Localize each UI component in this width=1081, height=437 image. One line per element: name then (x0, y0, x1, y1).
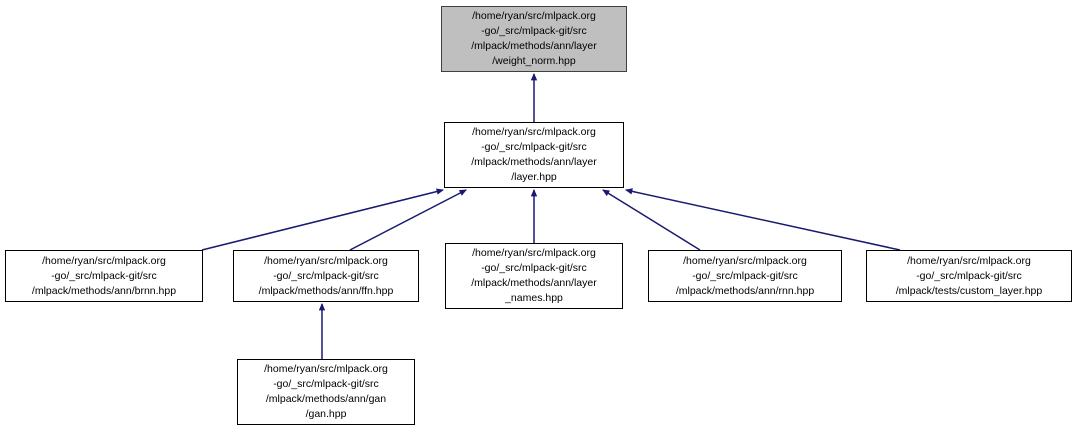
node-label: /home/ryan/src/mlpack.org -go/_src/mlpac… (675, 254, 815, 297)
node-weight-norm-hpp[interactable]: /home/ryan/src/mlpack.org -go/_src/mlpac… (441, 6, 627, 72)
graph-edge-brnn-to-layer (201, 188, 444, 251)
node-gan-hpp[interactable]: /home/ryan/src/mlpack.org -go/_src/mlpac… (237, 359, 415, 425)
node-brnn-hpp[interactable]: /home/ryan/src/mlpack.org -go/_src/mlpac… (5, 250, 203, 302)
node-label: /home/ryan/src/mlpack.org -go/_src/mlpac… (895, 254, 1043, 297)
graph-edge-ffn-to-layer (349, 189, 467, 251)
node-label: /home/ryan/src/mlpack.org -go/_src/mlpac… (264, 363, 388, 420)
graph-edge-rnn-to-layer (602, 189, 701, 251)
graph-edge-custom_layer-to-layer (625, 188, 901, 251)
node-custom-layer-hpp[interactable]: /home/ryan/src/mlpack.org -go/_src/mlpac… (866, 250, 1072, 302)
node-label: /home/ryan/src/mlpack.org -go/_src/mlpac… (471, 126, 597, 183)
node-label: /home/ryan/src/mlpack.org -go/_src/mlpac… (471, 10, 597, 67)
node-rnn-hpp[interactable]: /home/ryan/src/mlpack.org -go/_src/mlpac… (648, 250, 842, 302)
node-label: /home/ryan/src/mlpack.org -go/_src/mlpac… (471, 247, 597, 304)
node-layer-hpp[interactable]: /home/ryan/src/mlpack.org -go/_src/mlpac… (444, 122, 624, 188)
node-label: /home/ryan/src/mlpack.org -go/_src/mlpac… (258, 254, 394, 297)
node-layer-names-hpp[interactable]: /home/ryan/src/mlpack.org -go/_src/mlpac… (445, 243, 623, 309)
node-label: /home/ryan/src/mlpack.org -go/_src/mlpac… (31, 254, 177, 297)
node-ffn-hpp[interactable]: /home/ryan/src/mlpack.org -go/_src/mlpac… (233, 250, 419, 302)
